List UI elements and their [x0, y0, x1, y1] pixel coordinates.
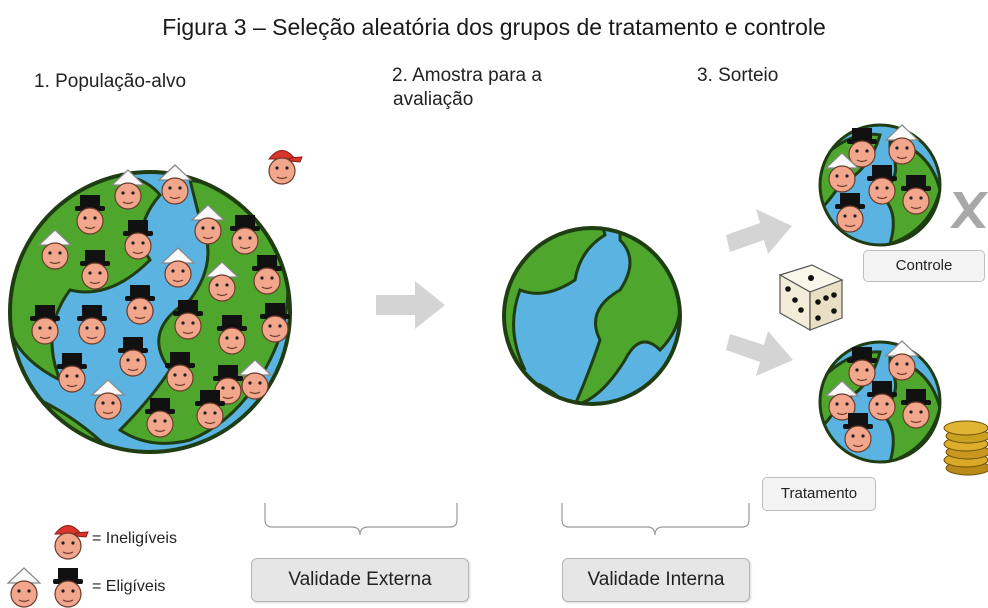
external-validity-box: Validade Externa	[251, 558, 469, 602]
internal-validity-box: Validade Interna	[562, 558, 750, 602]
arrow-down-icon	[726, 331, 793, 376]
legend-eligible-black-icon	[52, 567, 84, 608]
sample-globe-icon	[502, 226, 682, 406]
step-1-label: 1. População-alvo	[34, 71, 187, 92]
control-label: Controle	[863, 250, 985, 282]
x-mark-icon	[950, 192, 988, 228]
control-group-globe-icon	[818, 123, 942, 247]
treatment-group-globe-icon	[818, 340, 942, 464]
legend-eligible-white-icon	[7, 567, 41, 608]
arrow-up-icon	[726, 209, 792, 254]
coins-icon	[943, 420, 988, 476]
step-2-line-1: 2. Amostra para a	[392, 65, 542, 86]
ineligible-person-icon	[268, 149, 303, 185]
dice-icon	[778, 264, 844, 332]
step-2-line-2: avaliação	[393, 89, 474, 110]
internal-validity-brace	[561, 503, 750, 536]
legend-eligible-text: = Eligíveis	[92, 578, 166, 595]
legend-ineligible-icon	[54, 524, 89, 560]
step-3-label: 3. Sorteio	[697, 65, 779, 86]
external-validity-brace	[264, 503, 458, 536]
figure-title: Figura 3 – Seleção aleatória dos grupos …	[162, 14, 826, 40]
legend-ineligible-text: = Ineligíveis	[92, 530, 177, 547]
treatment-label: Tratamento	[762, 477, 876, 511]
arrow-icon	[376, 281, 445, 329]
step-2-label: 2. Amostra para a avaliação	[392, 64, 542, 112]
